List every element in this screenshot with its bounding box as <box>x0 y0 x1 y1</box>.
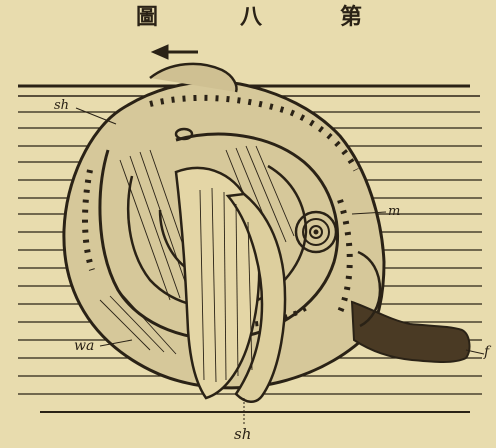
label-f: f <box>484 344 489 360</box>
plate-caption-char-2: 八 <box>240 4 262 30</box>
plate-caption-char-1: 圖 <box>136 4 158 30</box>
left-arrow-icon <box>152 45 198 59</box>
plate-caption-char-3: 第 <box>340 4 362 30</box>
label-sh-top: sh <box>54 98 69 114</box>
label-wa: wa <box>74 338 94 354</box>
label-m: m <box>388 204 400 220</box>
label-sh-bottom: sh <box>234 426 251 442</box>
